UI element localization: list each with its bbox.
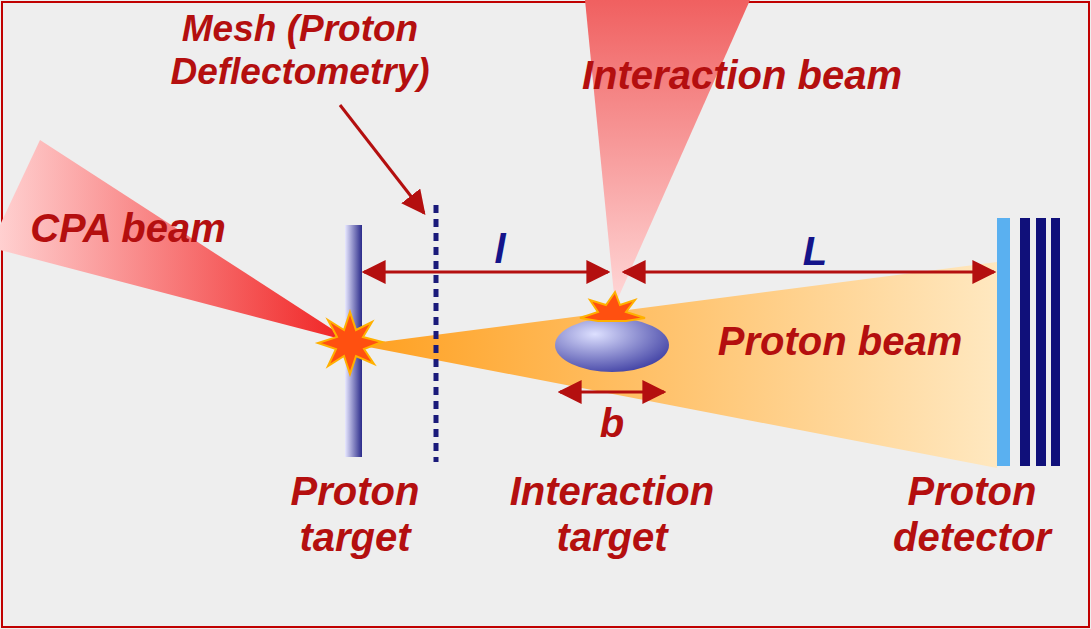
dimension-line [364, 271, 608, 274]
detector-layer [1036, 218, 1046, 466]
beam-label: Proton beam [718, 318, 962, 364]
beam-label: Interaction beam [582, 52, 902, 98]
dimension-line [560, 391, 664, 394]
detector-layer [1020, 218, 1030, 466]
dimension-label: L [803, 228, 827, 274]
cpa-beam [0, 140, 352, 342]
mesh-label: Mesh (Proton Deflectometry) [135, 8, 465, 93]
explosion [580, 292, 645, 321]
part-label: Interaction target [487, 468, 737, 560]
beam-label: CPA beam [30, 205, 226, 251]
leader-line [340, 105, 424, 213]
proton-beam [358, 262, 997, 468]
interaction-target [555, 318, 669, 372]
explosion [318, 312, 382, 374]
part-label: Proton target [245, 468, 465, 560]
dimension-label: l [494, 226, 505, 272]
part-label: Proton detector [862, 468, 1082, 560]
detector-layer [1051, 218, 1060, 466]
dimension-label: b [600, 400, 624, 446]
detector-layer [997, 218, 1010, 466]
interaction-beam [585, 0, 750, 305]
mesh [434, 205, 439, 462]
